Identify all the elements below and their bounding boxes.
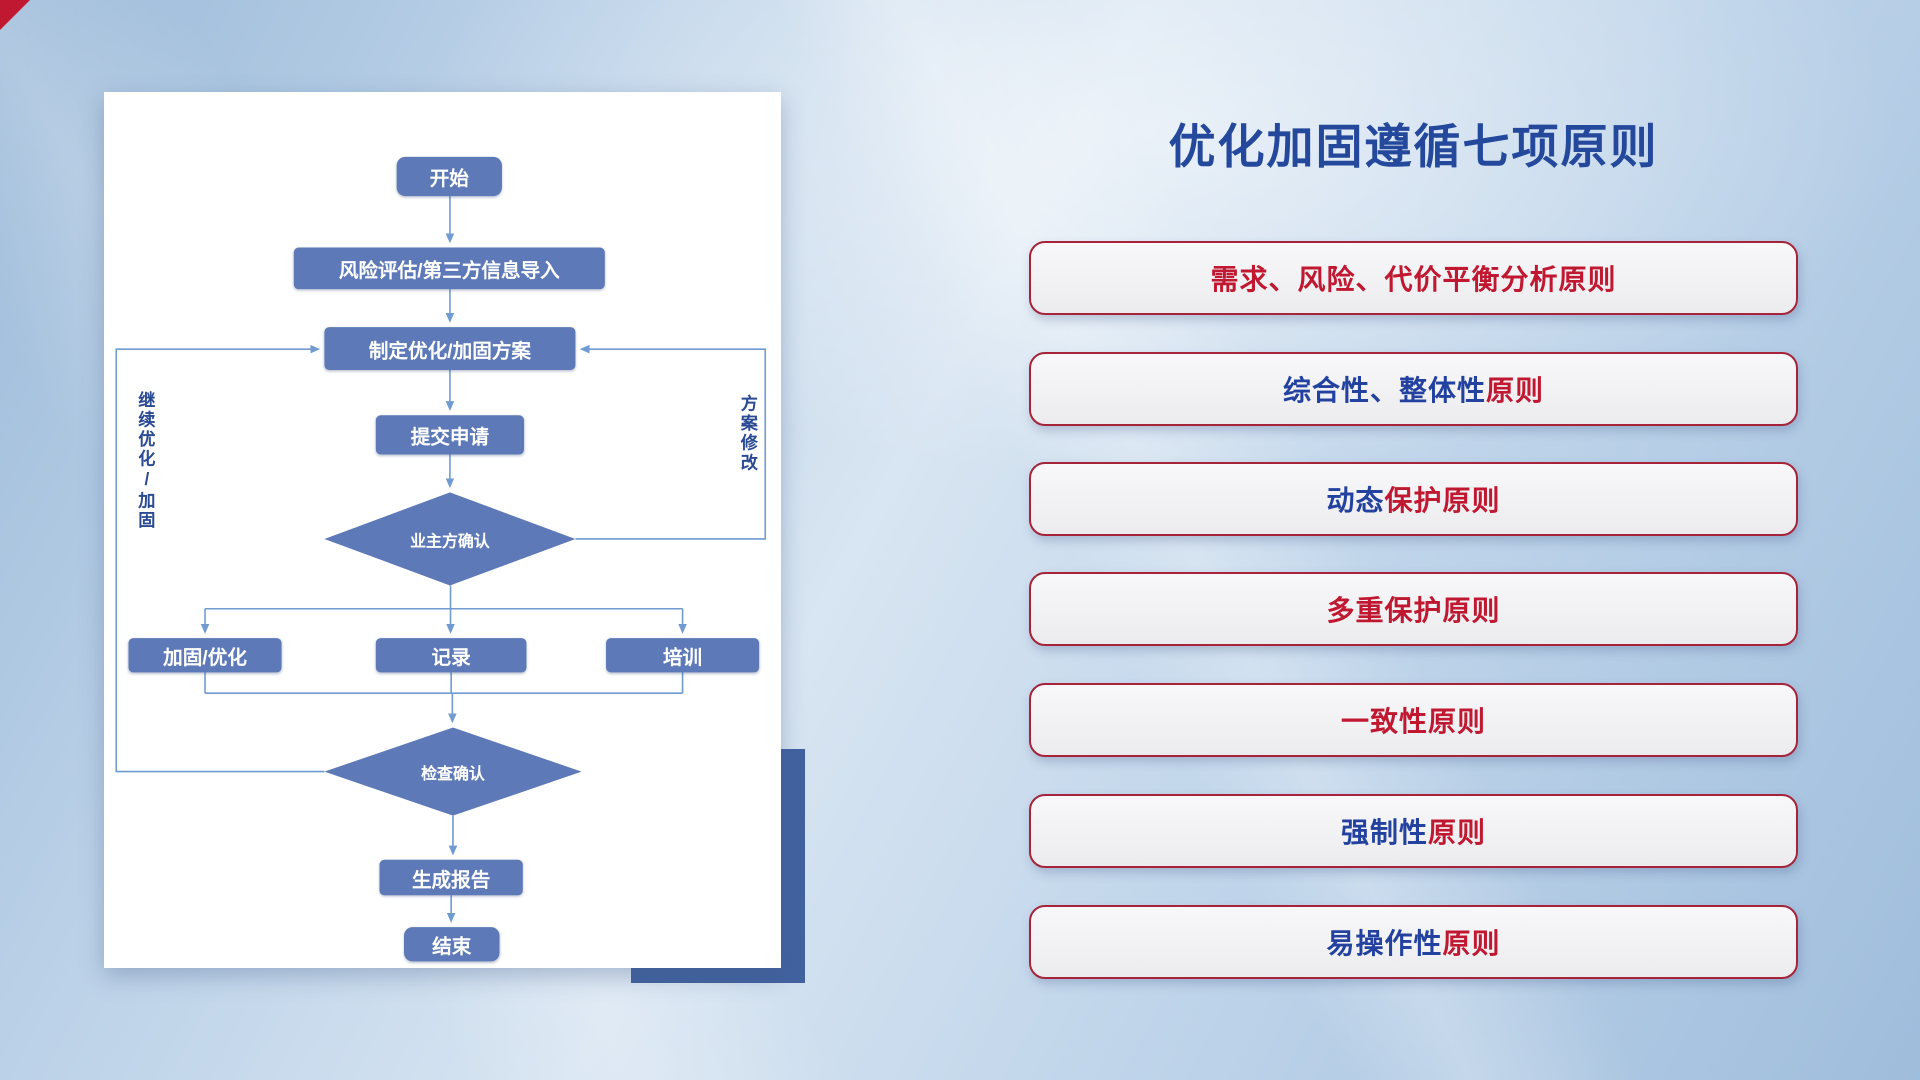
flowchart-node-submit-application: 提交申请 — [375, 415, 525, 455]
flowchart-node-generate-report: 生成报告 — [379, 859, 523, 896]
flowchart-label-continue-optimize: 继续优化/加固 — [137, 390, 157, 531]
principle-text-red: 原则 — [1428, 817, 1487, 848]
principle-text-red: 一致性原则 — [1340, 706, 1486, 737]
principle-item-6: 强制性原则 — [1029, 794, 1798, 868]
principle-text-red: 需求、风险、代价平衡分析原则 — [1210, 264, 1617, 295]
flowchart-label-plan-revision: 方案修改 — [739, 394, 760, 473]
flowchart-node-end: 结束 — [404, 927, 500, 962]
flowchart-connectors — [115, 196, 767, 923]
flowchart-node-record: 记录 — [375, 638, 527, 673]
principle-item-7: 易操作性原则 — [1029, 905, 1798, 979]
page-title: 优化加固遵循七项原则 — [1168, 120, 1659, 173]
principle-item-1: 需求、风险、代价平衡分析原则 — [1029, 241, 1798, 315]
flowchart-node-risk-import: 风险评估/第三方信息导入 — [293, 247, 605, 290]
principle-item-4: 多重保护原则 — [1029, 572, 1798, 646]
flowchart-node-start: 开始 — [396, 156, 502, 197]
flowchart-canvas: 开始 风险评估/第三方信息导入 制定优化/加固方案 提交申请 业主方确认 加固/… — [104, 92, 781, 968]
flowchart-card: 开始 风险评估/第三方信息导入 制定优化/加固方案 提交申请 业主方确认 加固/… — [104, 92, 781, 968]
principle-text-blue: 综合性、整体性 — [1282, 375, 1486, 406]
principle-text-blue: 强制性 — [1340, 817, 1428, 848]
principle-text-red: 原则 — [1486, 375, 1545, 406]
principle-text-red: 多重保护原则 — [1326, 595, 1501, 626]
principle-text-red: 原则 — [1442, 928, 1501, 959]
principle-item-5: 一致性原则 — [1029, 683, 1798, 757]
principle-text-red: 保护原则 — [1384, 485, 1501, 516]
flowchart-node-training: 培训 — [606, 638, 760, 673]
principle-text-blue: 易操作性 — [1326, 928, 1443, 959]
principle-text-blue: 动态 — [1326, 485, 1385, 516]
principle-item-2: 综合性、整体性原则 — [1029, 352, 1798, 426]
corner-accent — [0, 0, 30, 30]
principle-item-3: 动态保护原则 — [1029, 462, 1798, 536]
flowchart-node-make-plan: 制定优化/加固方案 — [324, 327, 576, 370]
flowchart-node-harden-optimize: 加固/优化 — [128, 638, 282, 673]
